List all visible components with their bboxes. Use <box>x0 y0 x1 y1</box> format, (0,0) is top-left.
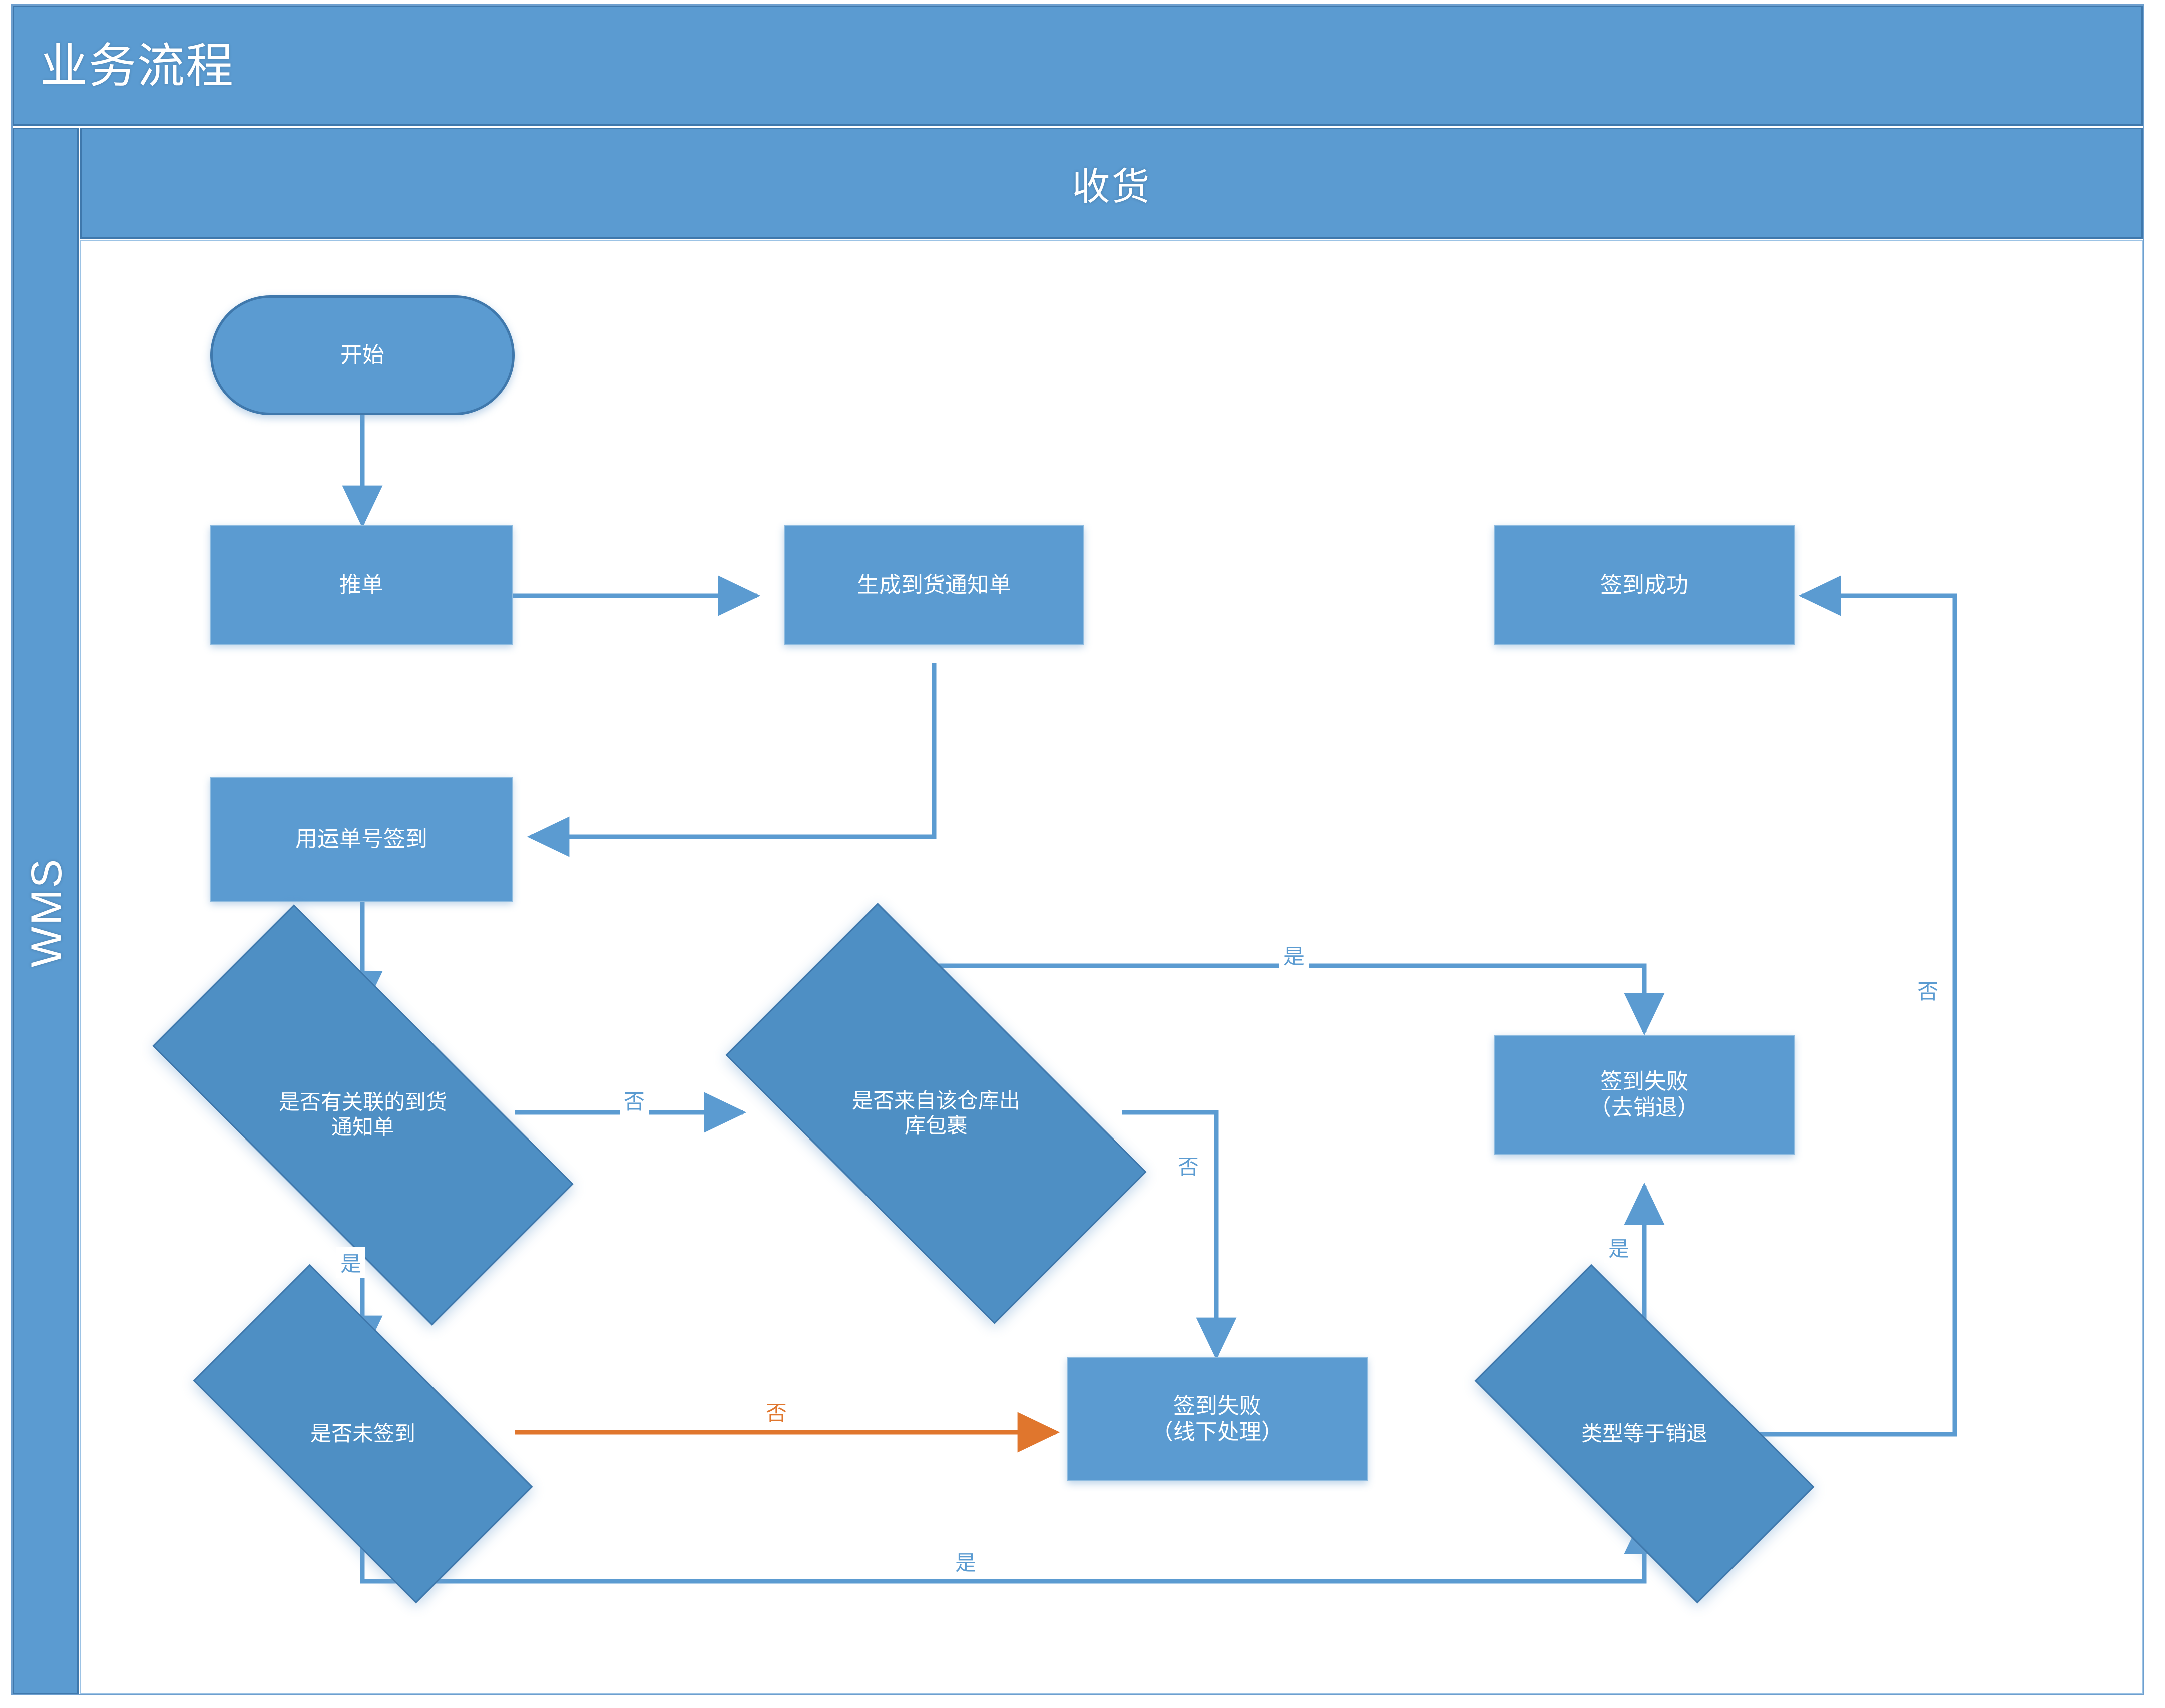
edge-label-type-is-cancel-no: 否 <box>1913 975 1943 1005</box>
edge-label-from-warehouse-no: 否 <box>1174 1150 1203 1181</box>
edge-label-type-is-cancel-yes: 是 <box>1604 1232 1634 1263</box>
node-generate-arrival-notice[interactable]: 生成到货通知单 <box>784 525 1084 645</box>
edge-label-has-notice-no: 否 <box>620 1085 649 1115</box>
node-signin-waybill[interactable]: 用运单号签到 <box>210 777 513 902</box>
page-title: 业务流程 <box>40 40 235 93</box>
edge-dwarehouse-no-to-fail-offline <box>1122 1110 1237 1360</box>
node-decision-not-signed-in[interactable]: 是否未签到 <box>193 1264 533 1604</box>
node-push-order[interactable]: 推单 <box>210 525 513 645</box>
diagram-title-band <box>13 6 2143 126</box>
edge-label-from-warehouse-yes: 是 <box>1279 940 1309 970</box>
column-header-label: 收货 <box>1072 166 1151 208</box>
node-signin-success[interactable]: 签到成功 <box>1494 525 1795 645</box>
edge-notice-to-signin <box>527 663 937 857</box>
node-start[interactable]: 开始 <box>210 295 515 415</box>
decision-label: 是否有关联的到货 通知单 <box>278 1090 447 1139</box>
edge-label-has-notice-yes: 是 <box>336 1247 366 1278</box>
edge-label-not-signed-yes: 是 <box>951 1546 981 1577</box>
decision-label: 是否来自该仓库出 库包裹 <box>851 1089 1020 1137</box>
swimlane-wms: WMS <box>13 128 79 1694</box>
node-decision-from-this-warehouse[interactable]: 是否来自该仓库出 库包裹 <box>725 903 1147 1324</box>
node-fail-cancel-return[interactable]: 签到失败 （去销退） <box>1494 1035 1795 1155</box>
column-header-receiving: 收货 <box>80 128 2143 239</box>
node-decision-has-related-notice[interactable]: 是否有关联的到货 通知单 <box>152 904 574 1326</box>
node-fail-offline[interactable]: 签到失败 （线下处理） <box>1067 1357 1368 1481</box>
node-decision-type-is-cancel-return[interactable]: 类型等于销退 <box>1474 1264 1815 1604</box>
decision-label: 类型等于销退 <box>1581 1422 1707 1446</box>
edge-label-not-signed-no: 否 <box>762 1396 791 1427</box>
edge-dsigned-yes-to-dtype <box>360 1466 1665 1584</box>
edge-dtype-no-to-success <box>1755 575 1957 1437</box>
decision-label: 是否未签到 <box>310 1422 415 1446</box>
